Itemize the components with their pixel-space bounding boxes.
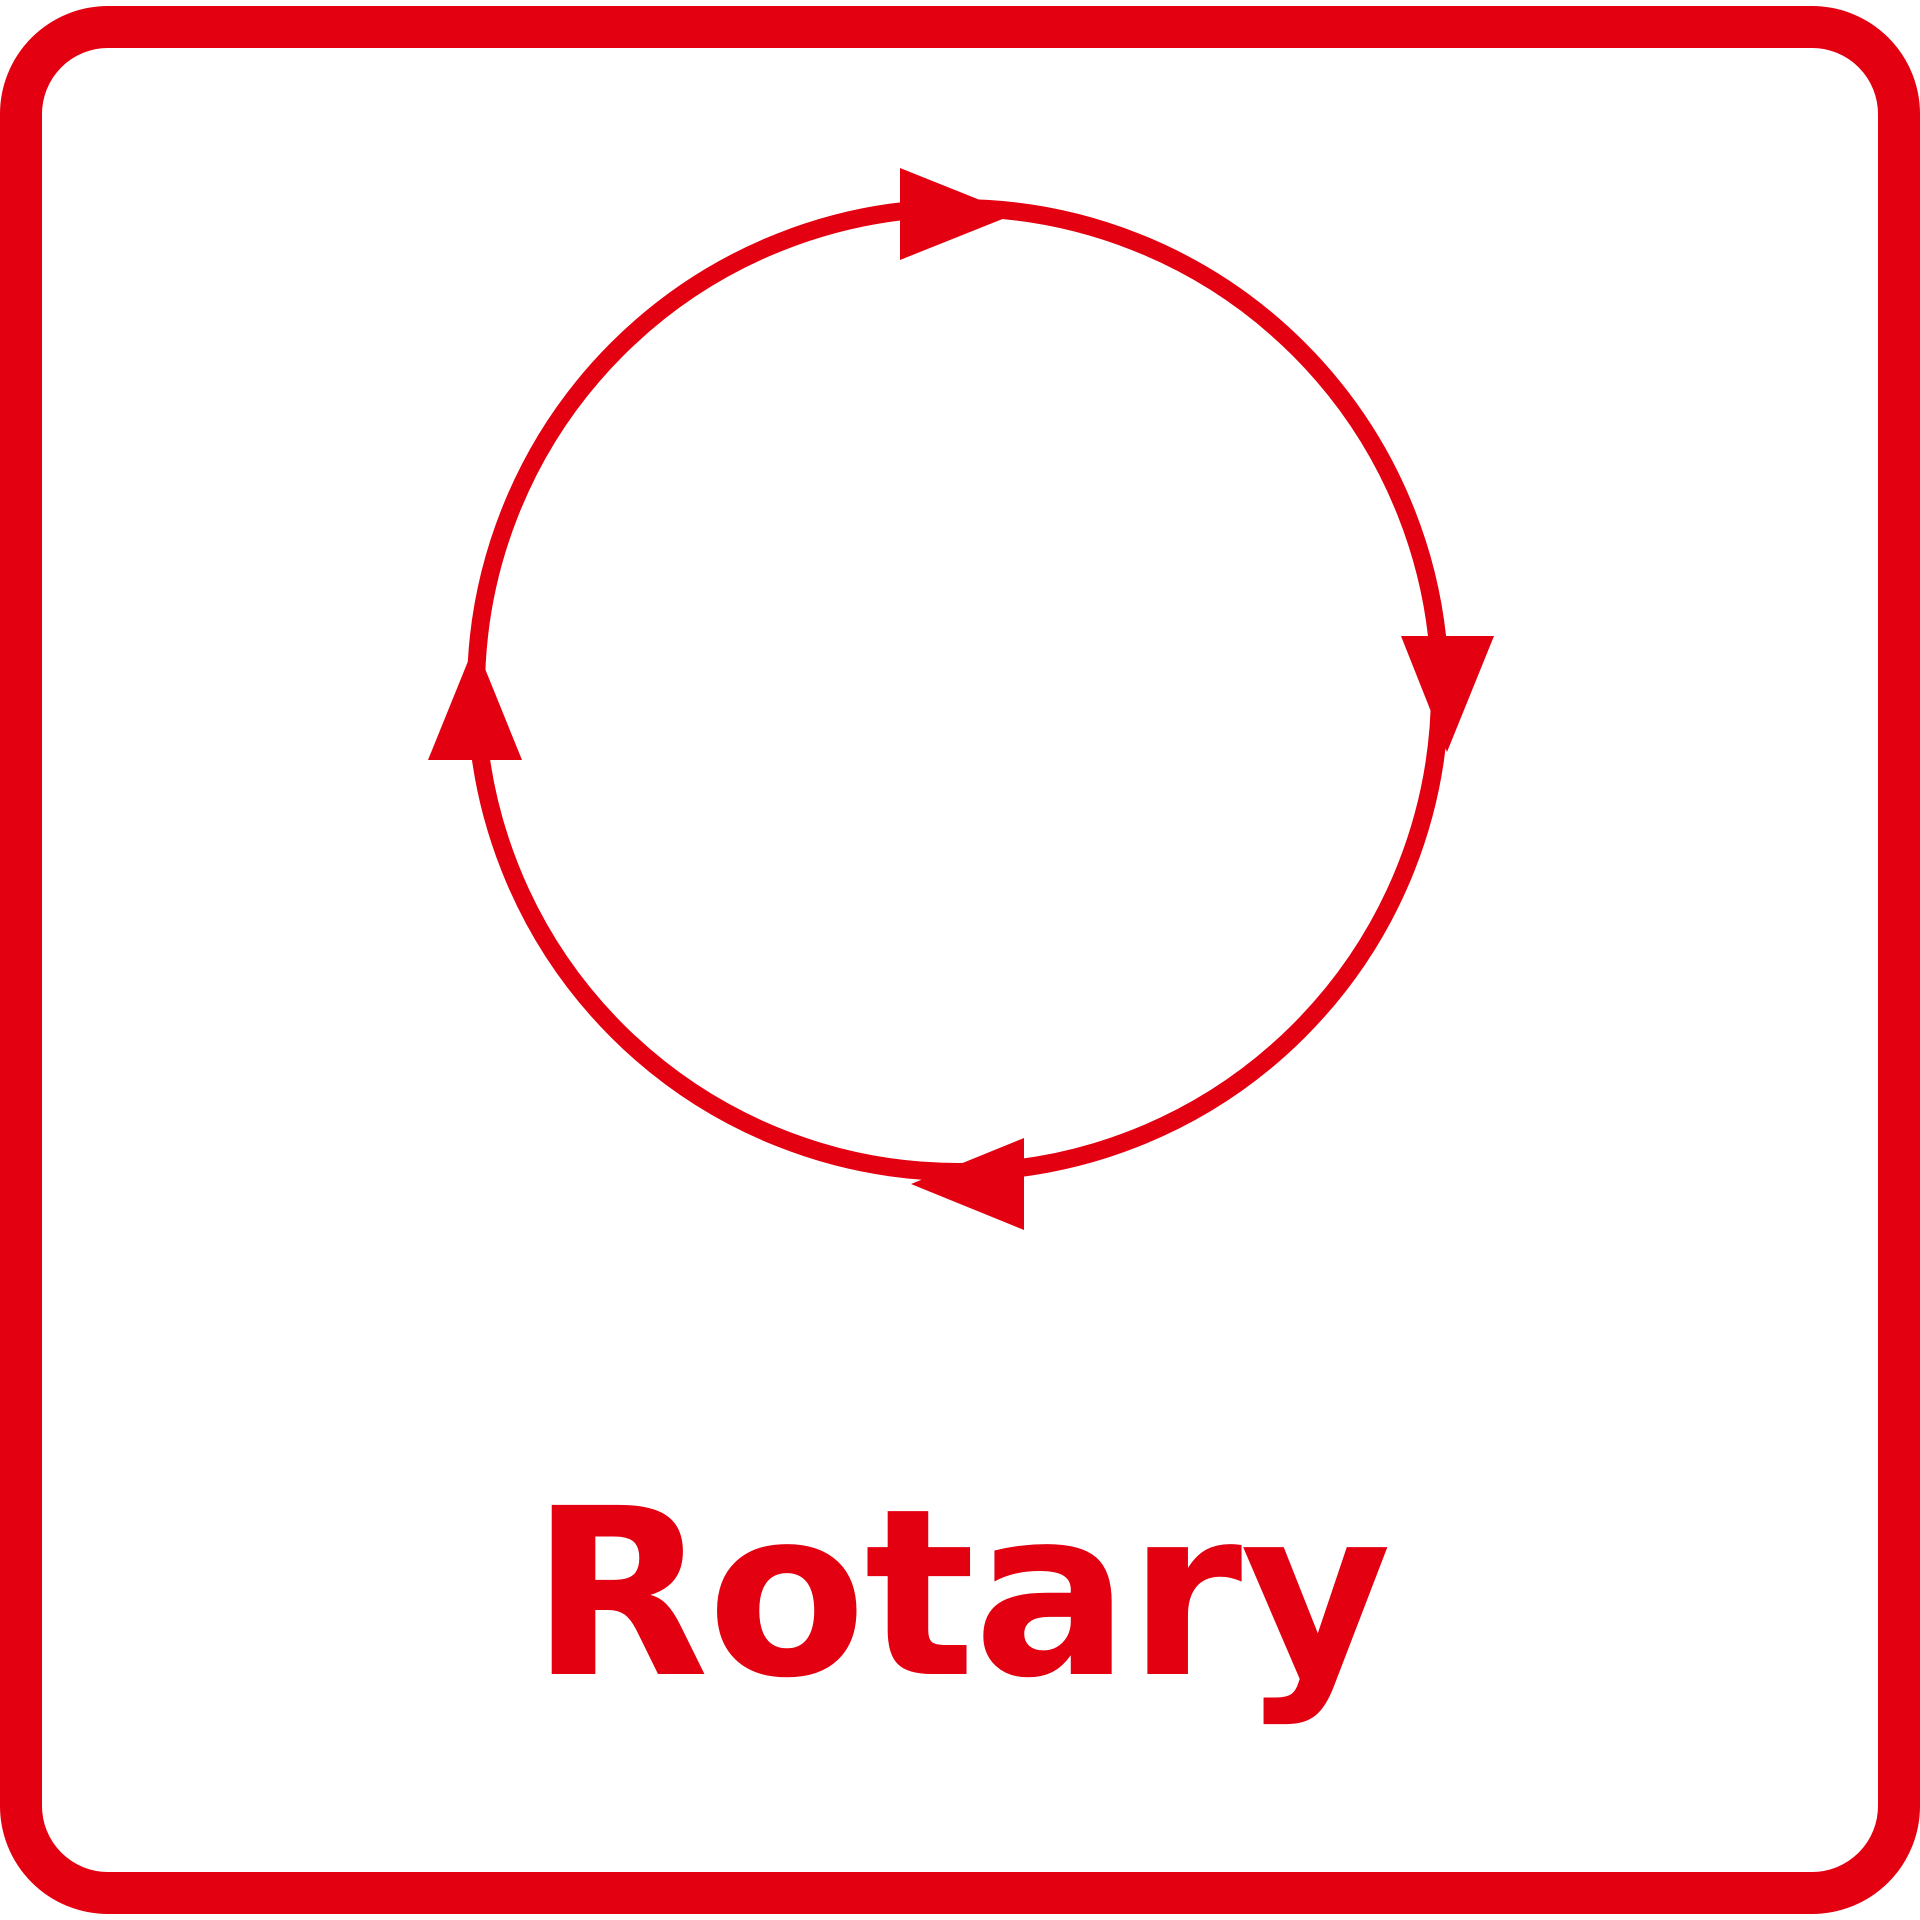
arrow-left-up <box>428 644 522 760</box>
arrow-right-down <box>1401 636 1494 752</box>
arrow-top-right <box>900 168 1015 260</box>
rotation-ring <box>467 199 1449 1181</box>
rounded-frame <box>0 6 1920 1914</box>
arrow-bottom-left <box>911 1138 1024 1230</box>
icon-label: Rotary <box>530 1459 1391 1729</box>
